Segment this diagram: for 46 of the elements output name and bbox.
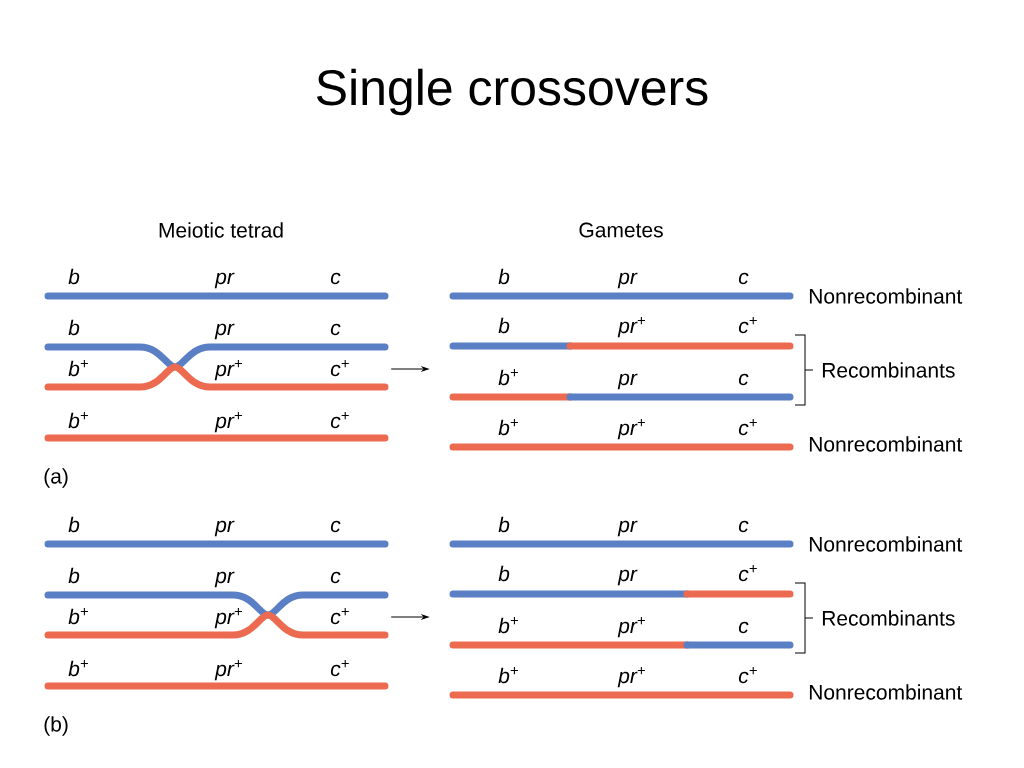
gene-label: pr$^{+}$	[617, 317, 645, 338]
gene-label: b$^{+}$	[498, 617, 518, 634]
gene-label: c$^{+}$	[330, 660, 349, 677]
gene-label: c$^{+}$	[738, 565, 757, 582]
gene-label: b	[498, 565, 510, 582]
gene-label: b$^{+}$	[498, 419, 518, 436]
tetrad-drawing	[44, 540, 389, 690]
gene-label: b$^{+}$	[68, 608, 88, 625]
tetrad-drawing	[44, 292, 389, 442]
gene-label: pr$^{+}$	[214, 660, 242, 681]
gene-label: c	[738, 373, 749, 386]
gene-label: c$^{+}$	[330, 360, 349, 377]
gene-label: c	[330, 323, 341, 336]
gene-label: pr	[214, 571, 235, 588]
gene-label: pr$^{+}$	[214, 608, 242, 629]
gene-label: pr	[617, 569, 638, 586]
gene-label: b$^{+}$	[498, 369, 518, 386]
gene-label: pr$^{+}$	[617, 617, 645, 638]
gene-label: b	[68, 567, 80, 584]
gene-label: c$^{+}$	[738, 317, 757, 334]
gene-label: c$^{+}$	[330, 412, 349, 429]
gene-label: b	[498, 317, 510, 334]
gametes-drawing	[449, 540, 794, 699]
gene-label: b$^{+}$	[68, 412, 88, 429]
gene-label: pr	[617, 373, 638, 390]
gene-label: c$^{+}$	[738, 419, 757, 436]
status-label: Recombinants	[822, 362, 955, 378]
gene-label: c$^{+}$	[738, 667, 757, 684]
gene-label: pr$^{+}$	[214, 360, 242, 381]
gene-label: c	[738, 621, 749, 634]
gene-label: pr$^{+}$	[214, 412, 242, 433]
gene-label: b$^{+}$	[68, 360, 88, 377]
gene-label: pr$^{+}$	[617, 667, 645, 688]
gametes-drawing	[449, 292, 794, 451]
panel-label: (b)	[44, 716, 68, 736]
gene-label: b$^{+}$	[498, 667, 518, 684]
status-label: Nonrecombinant	[809, 288, 963, 304]
gene-label: b	[68, 319, 80, 336]
gene-label: pr	[214, 323, 235, 340]
gene-label: c	[330, 571, 341, 584]
panel-label: (a)	[44, 468, 68, 488]
gene-label: b$^{+}$	[68, 660, 88, 677]
status-label: Recombinants	[822, 610, 955, 626]
gene-label: c$^{+}$	[330, 608, 349, 625]
title: Single crossovers	[317, 68, 708, 116]
gene-label: pr$^{+}$	[617, 419, 645, 440]
